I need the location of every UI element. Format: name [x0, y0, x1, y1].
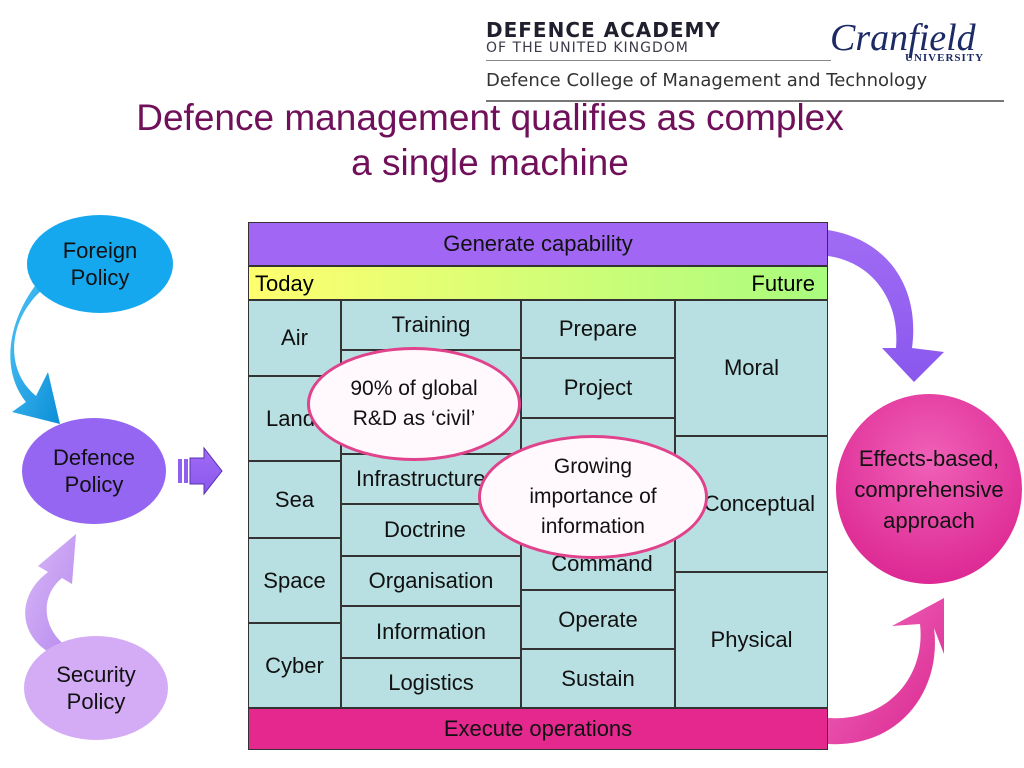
slide-title: Defence management qualifies as complex … — [60, 95, 920, 185]
generate-capability-band: Generate capability — [248, 222, 828, 266]
execute-operations-band: Execute operations — [248, 708, 828, 750]
security-policy-node: Security Policy — [24, 636, 168, 740]
timeline-future-label: Future — [751, 271, 815, 296]
slide-title-line2: a single machine — [351, 142, 629, 183]
timeline-band: Today Future — [248, 266, 828, 300]
component-conceptual-label: Conceptual — [703, 491, 815, 516]
foreign-policy-node: Foreign Policy — [27, 215, 173, 313]
defence-academy-logo-line2: OF THE UNITED KINGDOM — [486, 40, 689, 56]
lod-logistics: Logistics — [341, 658, 521, 708]
header-divider — [486, 100, 1004, 102]
information-callout: Growing importance of information — [478, 435, 708, 559]
effects-based-approach-label: Effects-based, comprehensive approach — [854, 445, 1004, 533]
component-physical: Physical — [675, 572, 828, 708]
function-prepare: Prepare — [521, 300, 675, 358]
slide-title-line1: Defence management qualifies as complex — [136, 97, 844, 138]
security-policy-label: Security Policy — [56, 662, 136, 714]
component-moral: Moral — [675, 300, 828, 436]
lod-information: Information — [341, 606, 521, 658]
policy-to-matrix-arrow — [178, 446, 223, 496]
component-conceptual: Conceptual — [675, 436, 828, 572]
foreign-policy-label: Foreign Policy — [62, 238, 138, 290]
lod-doctrine: Doctrine — [341, 504, 521, 556]
effects-based-approach-node: Effects-based, comprehensive approach — [836, 394, 1022, 584]
domain-space: Space — [248, 538, 341, 623]
function-sustain: Sustain — [521, 649, 675, 708]
timeline-today-label: Today — [255, 271, 314, 296]
cranfield-logo: Cranfield — [830, 17, 976, 59]
function-operate: Operate — [521, 590, 675, 649]
function-project: Project — [521, 358, 675, 418]
college-name: Defence College of Management and Techno… — [486, 70, 928, 91]
defence-policy-label: Defence Policy — [53, 445, 135, 497]
capability-to-effects-arrow — [828, 230, 944, 382]
logo-divider — [486, 60, 831, 61]
lod-training: Training — [341, 300, 521, 350]
domain-cyber: Cyber — [248, 623, 341, 708]
foreign-to-defence-arrow — [10, 282, 61, 424]
domain-air: Air — [248, 300, 341, 376]
civil-rd-callout: 90% of global R&D as ‘civil’ — [307, 347, 521, 461]
information-callout-text: Growing importance of information — [529, 455, 657, 538]
cranfield-university-label: UNIVERSITY — [905, 52, 985, 64]
lod-organisation: Organisation — [341, 556, 521, 606]
operations-to-effects-arrow — [828, 598, 944, 745]
defence-policy-node: Defence Policy — [22, 418, 166, 524]
domain-sea: Sea — [248, 461, 341, 538]
security-to-defence-arrow — [25, 534, 76, 654]
defence-academy-logo-line1: DEFENCE ACADEMY — [486, 18, 721, 42]
civil-rd-callout-text: 90% of global R&D as ‘civil’ — [350, 377, 478, 430]
